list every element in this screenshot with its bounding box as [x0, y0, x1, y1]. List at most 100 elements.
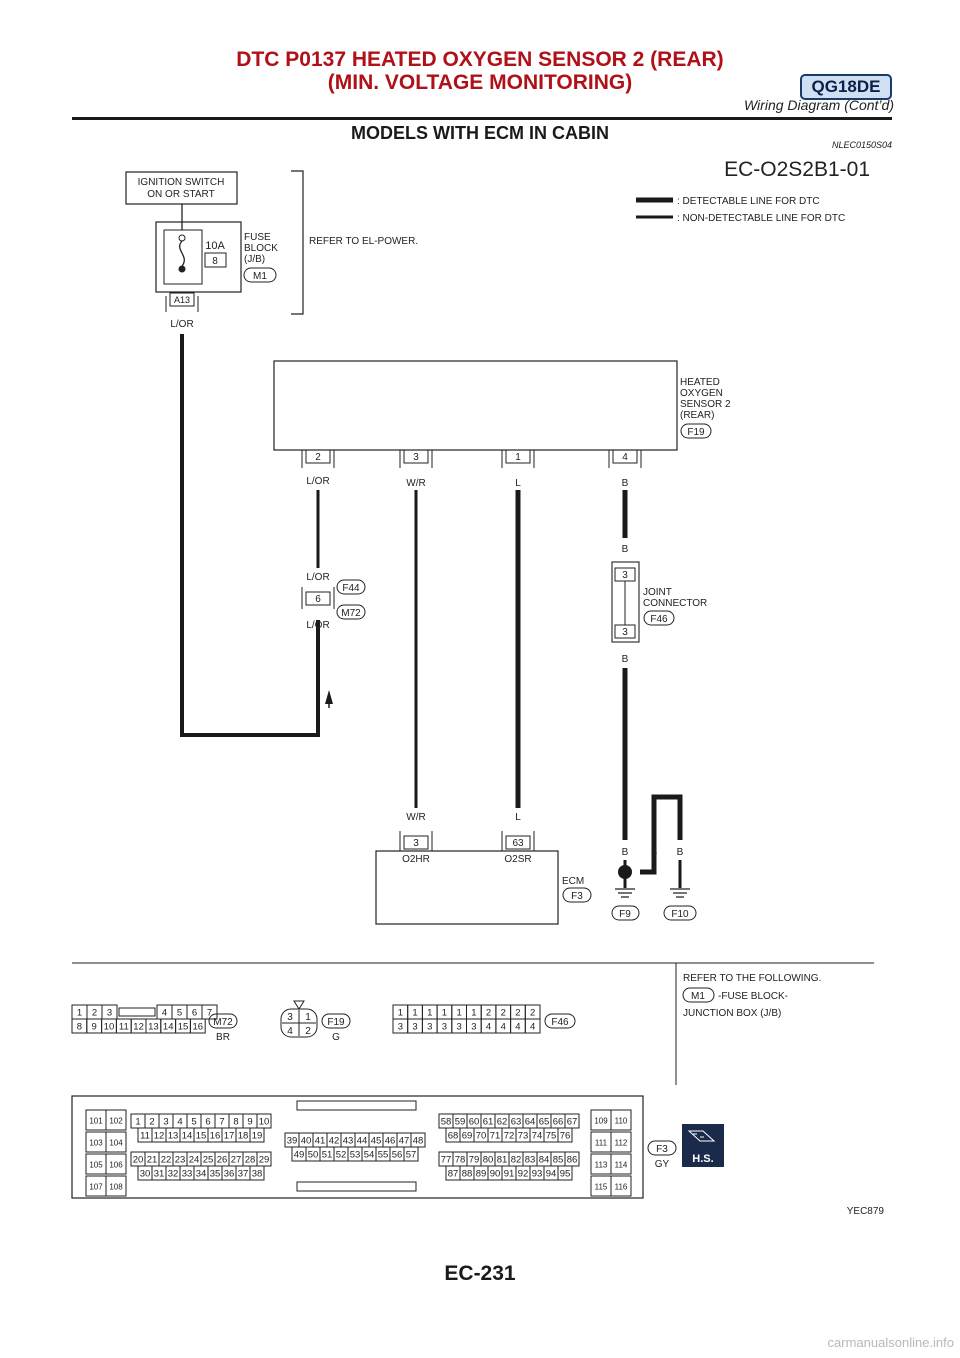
f3-pin-89: 89 — [473, 1165, 489, 1181]
f3-pin-92: 92 — [515, 1165, 531, 1181]
f3-pin-57: 57 — [403, 1146, 419, 1162]
svg-text:34: 34 — [196, 1169, 207, 1180]
f3-pin-31: 31 — [151, 1165, 167, 1181]
svg-text:46: 46 — [385, 1136, 396, 1147]
f3-pin-12: 12 — [151, 1127, 167, 1143]
f3-pin-47: 47 — [396, 1132, 412, 1148]
f3-pin-29: 29 — [256, 1151, 272, 1167]
m72-face-name: M72 — [213, 1017, 233, 1028]
ecm-wire-wr: W/R — [406, 812, 425, 823]
heated-oxygen-sensor-box — [273, 360, 678, 451]
f3-pin-72: 72 — [501, 1127, 517, 1143]
sensor-pin-2: 2 — [301, 449, 335, 468]
m72-pin-10: 10 — [101, 1018, 117, 1034]
fuse-block-label-3: (J/B) — [244, 254, 265, 265]
f3-pin-63: 63 — [508, 1113, 524, 1129]
f3-face-oval — [647, 1140, 677, 1156]
f3-pin-90: 90 — [487, 1165, 503, 1181]
svg-text:20: 20 — [133, 1155, 144, 1166]
f3-pin-94: 94 — [543, 1165, 559, 1181]
svg-text:56: 56 — [392, 1150, 403, 1161]
ecm-connector: F3 — [571, 891, 583, 902]
wire-label-b-pin4: B — [622, 478, 629, 489]
f46-bottom-pin-4: 4 — [495, 1018, 512, 1034]
m72-pin-16: 16 — [189, 1018, 206, 1034]
f3-pin-50: 50 — [305, 1146, 321, 1162]
m72-pin-11: 11 — [115, 1018, 132, 1034]
svg-text:101: 101 — [89, 1117, 103, 1126]
ground-f10-oval — [663, 905, 697, 921]
svg-text:64: 64 — [525, 1117, 536, 1128]
f3-pin-113: 113 — [590, 1153, 612, 1175]
svg-text:2: 2 — [315, 452, 321, 463]
f3-pin-26: 26 — [214, 1151, 230, 1167]
joint-connector-oval — [643, 610, 675, 626]
m72-connector: M72 — [341, 608, 361, 619]
f3-pin-116: 116 — [610, 1175, 632, 1197]
joint-pin-bottom: 3 — [622, 627, 628, 638]
svg-text:110: 110 — [615, 1117, 628, 1126]
f46-bottom-pin-3: 3 — [407, 1018, 423, 1034]
sensor-label-1: HEATED — [680, 377, 720, 388]
svg-text:80: 80 — [483, 1155, 494, 1166]
f3-pin-11: 11 — [137, 1127, 153, 1143]
svg-text:4: 4 — [486, 1022, 491, 1033]
svg-text:1: 1 — [135, 1117, 140, 1128]
f3-pin-110: 110 — [610, 1109, 632, 1131]
svg-text:49: 49 — [294, 1150, 305, 1161]
section-ref-code: NLEC0150S04 — [831, 140, 892, 150]
arrow-up-icon — [325, 690, 333, 704]
svg-text:14: 14 — [163, 1022, 174, 1033]
f3-pin-108: 108 — [105, 1175, 127, 1197]
fuse-symbol-icon — [179, 240, 185, 267]
svg-text:45: 45 — [371, 1136, 382, 1147]
f3-pin-2: 2 — [144, 1113, 160, 1129]
m72-pin-1: 1 — [71, 1004, 88, 1020]
svg-text:113: 113 — [595, 1161, 608, 1170]
svg-text:11: 11 — [140, 1131, 150, 1142]
figure-id: YEC879 — [847, 1206, 885, 1217]
f3-pin-80: 80 — [480, 1151, 496, 1167]
f19-face-oval — [321, 1013, 351, 1029]
svg-text:4: 4 — [530, 1022, 535, 1033]
ignition-label-1: IGNITION SWITCH — [138, 177, 225, 188]
section-title: MODELS WITH ECM IN CABIN — [351, 123, 609, 143]
ecm-pin-63-brackets — [501, 831, 535, 851]
connector-f19-face — [280, 1008, 318, 1038]
f3-pin-48: 48 — [410, 1132, 426, 1148]
f19-key-icon — [293, 1000, 305, 1010]
svg-text:70: 70 — [476, 1131, 487, 1142]
f44-oval — [336, 579, 366, 595]
f3-face-name: F3 — [656, 1144, 668, 1155]
f3-pin-62: 62 — [494, 1113, 510, 1129]
ecm-term-o2sr: O2SR — [504, 854, 531, 865]
ecm-pin-63: 63 — [512, 838, 524, 849]
ecm-pin-3-brackets — [399, 831, 433, 851]
svg-text:39: 39 — [287, 1136, 298, 1147]
svg-text:42: 42 — [329, 1136, 340, 1147]
svg-text:13: 13 — [168, 1131, 179, 1142]
f3-pin-39: 39 — [284, 1132, 300, 1148]
m72-pin-12: 12 — [130, 1018, 147, 1034]
f3-pin-78: 78 — [452, 1151, 468, 1167]
header-rule — [72, 117, 892, 120]
f3-pin-38: 38 — [249, 1165, 265, 1181]
svg-text:36: 36 — [224, 1169, 235, 1180]
f3-pin-107: 107 — [85, 1175, 107, 1197]
svg-text:8: 8 — [233, 1117, 238, 1128]
svg-text:1: 1 — [442, 1008, 447, 1019]
svg-text:12: 12 — [133, 1022, 144, 1033]
f3-pin-95: 95 — [557, 1165, 573, 1181]
f3-pin-67: 67 — [564, 1113, 580, 1129]
svg-text:3: 3 — [413, 452, 419, 463]
svg-text:59: 59 — [455, 1117, 466, 1128]
f3-pin-8: 8 — [228, 1113, 244, 1129]
fuse-block-box — [155, 221, 242, 293]
f3-pin-88: 88 — [459, 1165, 475, 1181]
svg-text:65: 65 — [539, 1117, 550, 1128]
sensor-connector-oval — [680, 423, 712, 439]
ecm-term-o2hr: O2HR — [402, 854, 430, 865]
svg-text:91: 91 — [504, 1169, 515, 1180]
f3-pin-77: 77 — [438, 1151, 454, 1167]
svg-text:73: 73 — [518, 1131, 529, 1142]
